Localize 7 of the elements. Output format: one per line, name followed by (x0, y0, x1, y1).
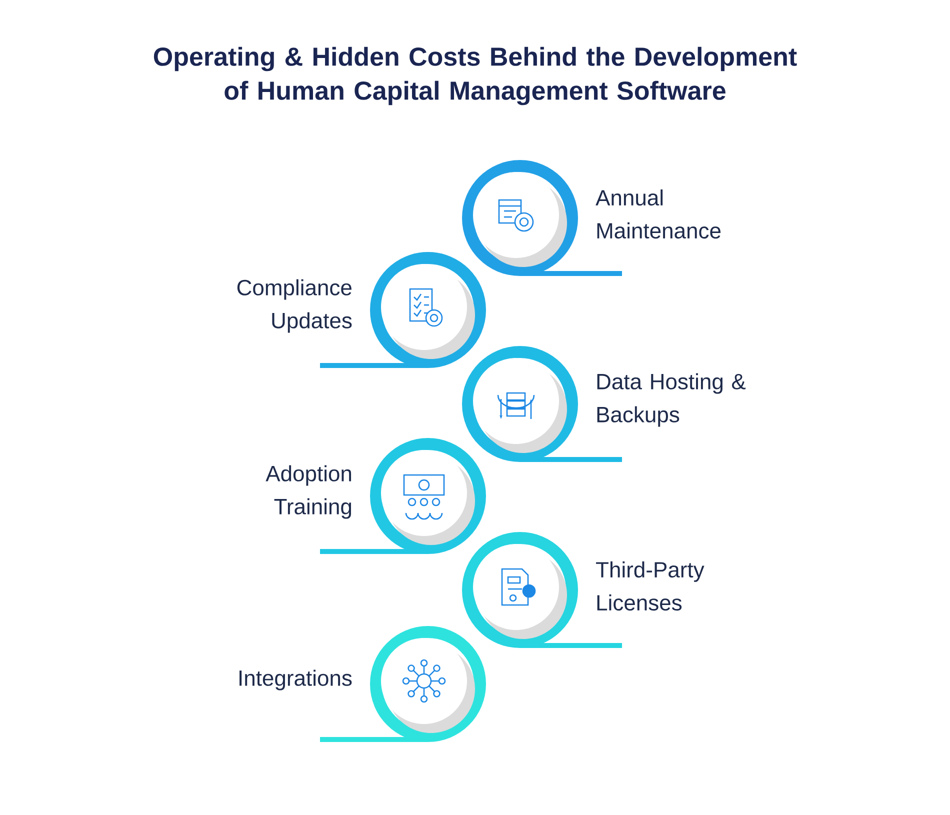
step-label: Compliance Updates (237, 279, 352, 333)
step-label: Annual Maintenance (596, 189, 721, 239)
title: Operating & Hidden Costs Behind the Development of Human Capital Management Software (154, 46, 797, 106)
step-label: Data Hosting & Backups (597, 373, 746, 427)
step-label: Integrations (240, 670, 352, 690)
step-label: Adoption Training (266, 465, 352, 519)
step-label: Third-Party Licenses (596, 561, 704, 611)
